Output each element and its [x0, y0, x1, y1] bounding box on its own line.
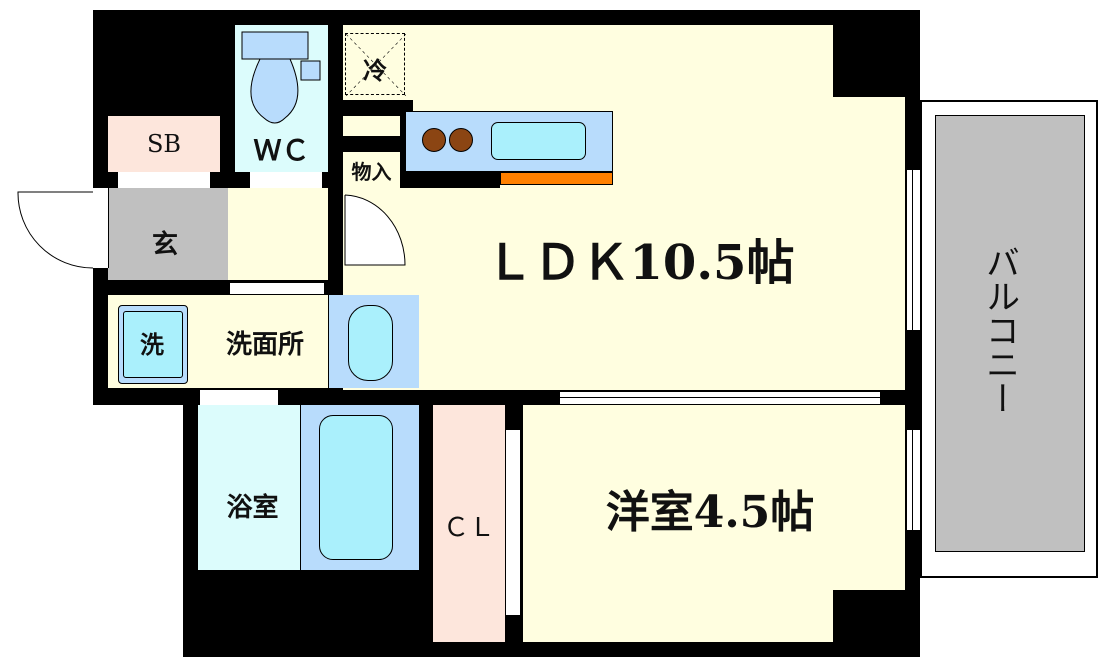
wall-kitchen-bottom	[400, 172, 500, 188]
vanity	[328, 295, 419, 388]
ldk-room-ext	[833, 97, 905, 390]
washroom-label: 洗面所	[225, 330, 304, 360]
counter-edge	[500, 172, 613, 185]
fridge-space	[345, 33, 406, 96]
ldk-label: ＬＤＫ10.5帖	[485, 234, 795, 291]
bathroom-label: 浴室	[226, 492, 279, 523]
bathtub-icon	[319, 415, 393, 560]
wc-door-frame[interactable]	[250, 172, 322, 188]
closet-doors[interactable]	[505, 430, 521, 615]
kitchen-sink-icon	[491, 122, 586, 160]
western-room	[523, 405, 905, 590]
wall-storage-top	[343, 136, 413, 152]
bathroom	[198, 405, 300, 570]
entrance	[108, 188, 228, 280]
wall-kitchen-top	[343, 100, 413, 116]
ldk-room	[343, 25, 833, 390]
entrance-door	[17, 191, 94, 269]
washer-label: 洗	[140, 330, 164, 359]
fridge-label: 冷	[363, 55, 387, 85]
washer-pan	[118, 305, 188, 384]
closet-label: ＣＬ	[442, 512, 495, 543]
window-western	[906, 430, 921, 530]
vanity-basin-icon	[348, 305, 393, 381]
balcony-label: バルコニー	[979, 245, 1020, 415]
western-room-ext	[523, 590, 833, 642]
entrance-label: 玄	[151, 229, 178, 260]
bathtub	[300, 405, 419, 570]
storage-label: 物入	[351, 159, 392, 184]
entrance-door-frame[interactable]	[93, 188, 109, 268]
bathroom-door[interactable]	[200, 390, 278, 405]
window-ldk	[906, 170, 921, 330]
sb-label: SB	[146, 130, 182, 158]
balcony	[920, 100, 1098, 578]
kitchen-counter	[405, 111, 613, 172]
wc-label: ＷＣ	[253, 134, 310, 167]
washroom-door[interactable]	[230, 282, 324, 295]
shoe-box	[108, 116, 220, 172]
closet	[433, 405, 505, 642]
hallway	[228, 188, 328, 280]
western-room-label: 洋室4.5帖	[605, 487, 815, 538]
sb-door-track	[118, 172, 210, 188]
stove-burner-icon	[449, 128, 473, 152]
sliding-door[interactable]	[560, 391, 880, 405]
stove-burner-icon	[422, 128, 446, 152]
